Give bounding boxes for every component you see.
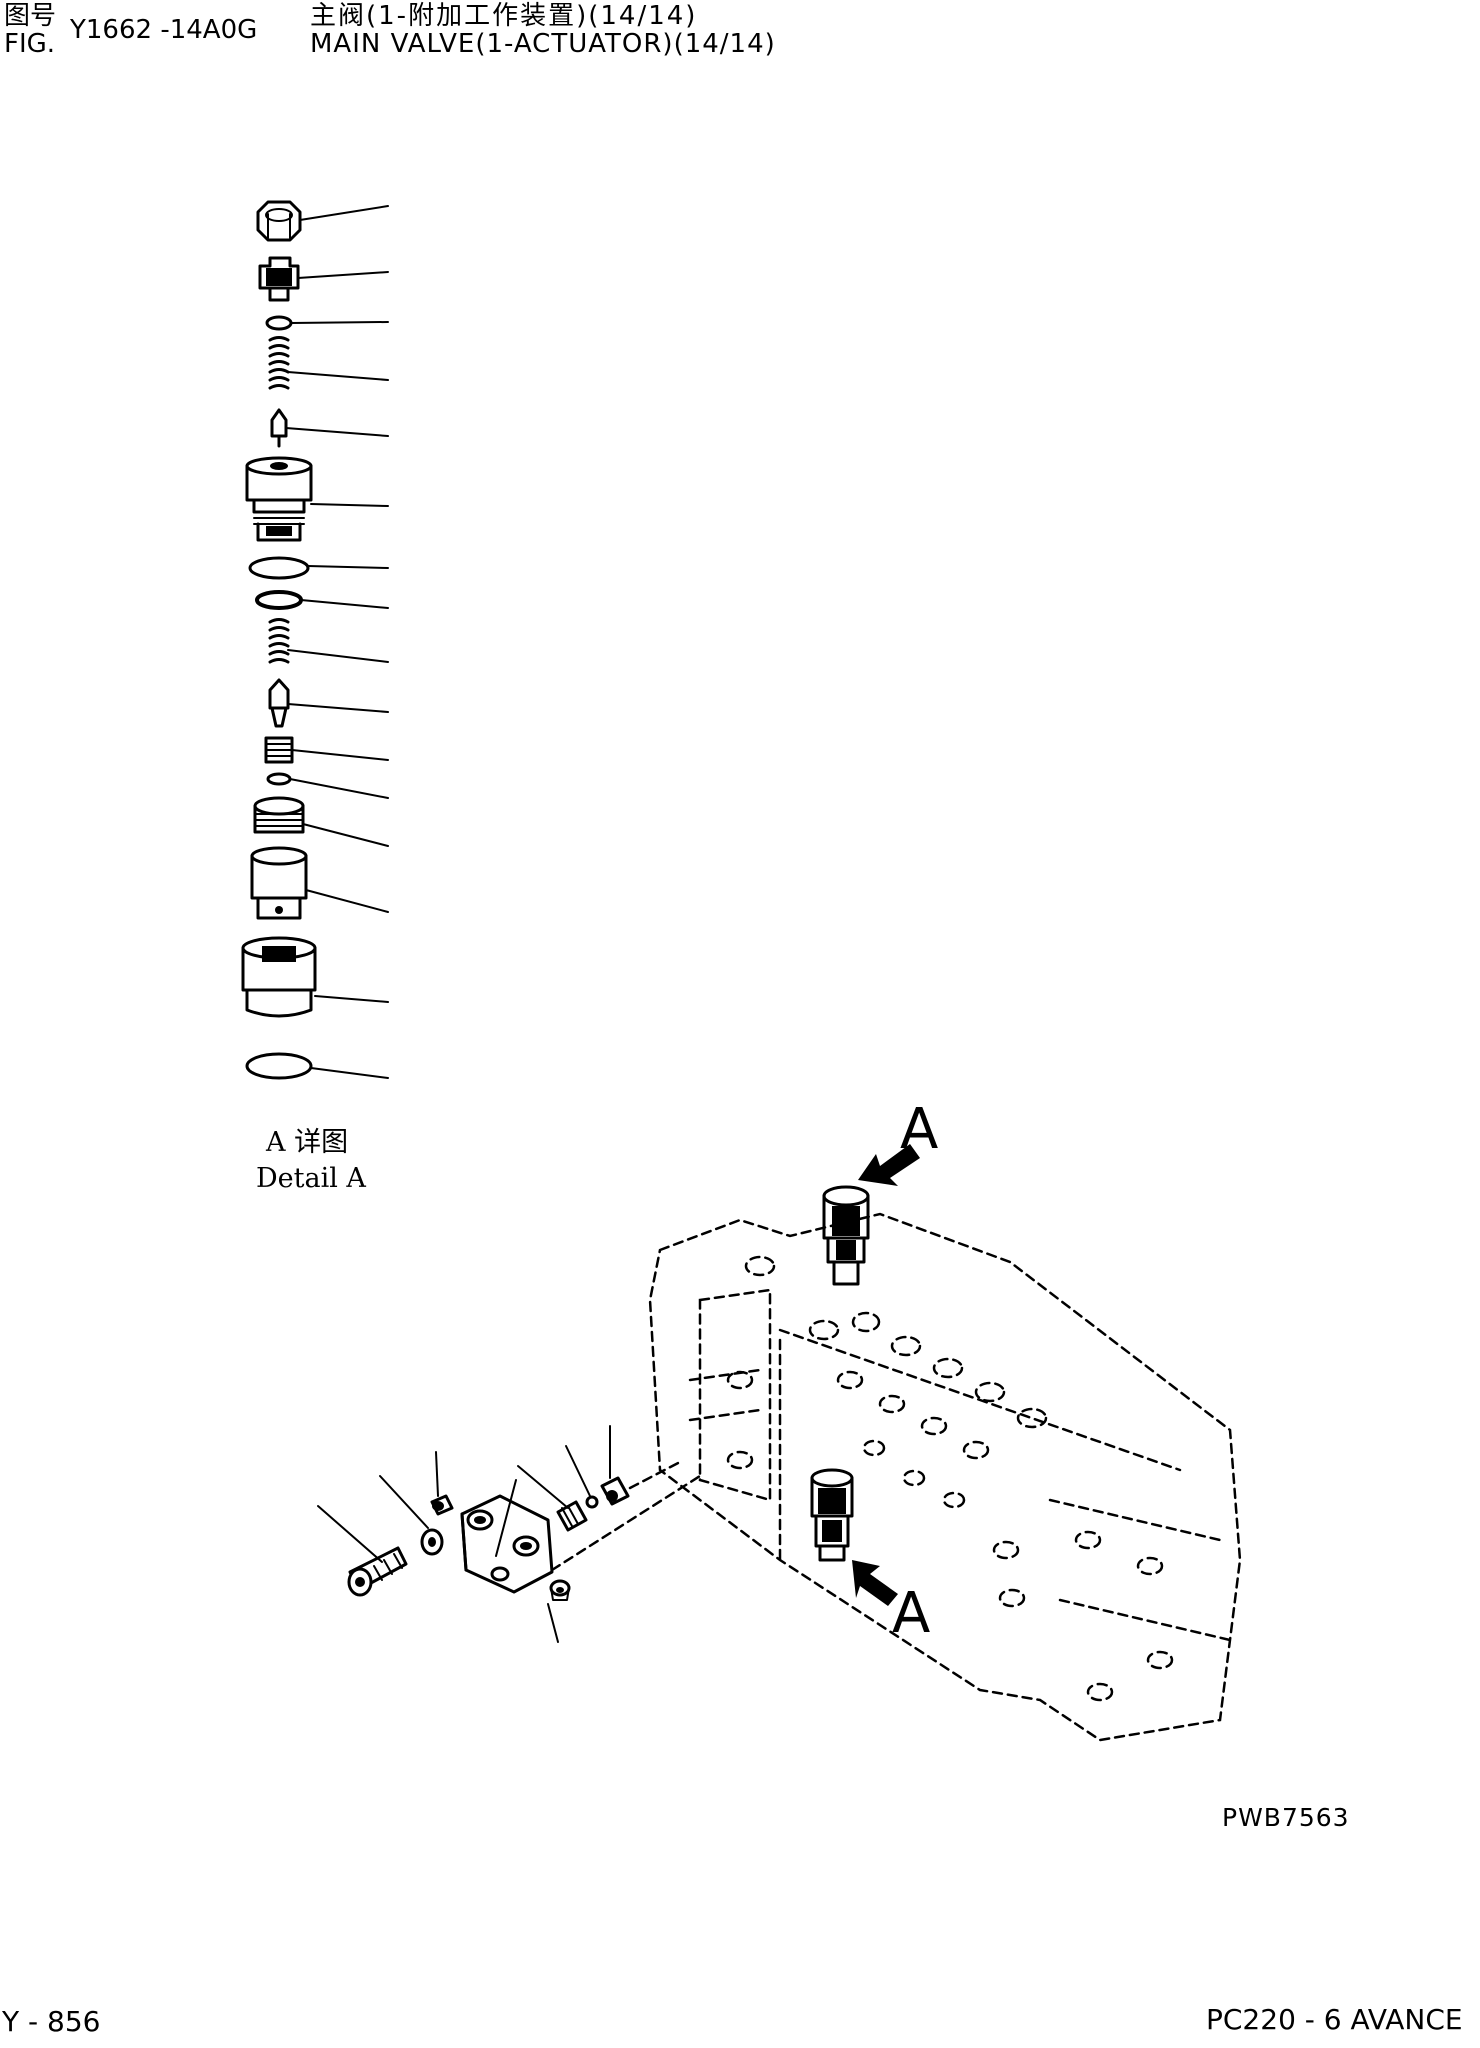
flange-leader-lines <box>317 1425 611 1643</box>
part-poppet-2 <box>268 678 290 728</box>
part-washer <box>420 1528 444 1556</box>
figure-number: Y1662 -14A0G <box>70 15 258 45</box>
main-valve-block <box>648 1212 1242 1742</box>
callout-arrow-top-icon <box>858 1144 920 1186</box>
part-plug <box>258 256 300 302</box>
part-housing <box>241 936 317 1018</box>
part-spring-1 <box>268 336 290 390</box>
detail-a-exploded-stack <box>241 200 317 1080</box>
part-orifice-sleeve <box>556 1500 588 1532</box>
part-small-o-ring-1 <box>265 315 293 331</box>
valve-block-ports <box>726 1255 1174 1702</box>
callout-label-top: A <box>900 1097 939 1162</box>
relief-valve-top <box>822 1185 870 1286</box>
part-flange-bolt <box>347 1546 408 1597</box>
cn-title: 主阀(1-附加工作装置)(14/14) <box>310 1 698 31</box>
part-threaded-collar <box>253 796 305 834</box>
part-small-o-ring-2 <box>266 772 292 786</box>
page-number: Y - 856 <box>2 2005 101 2038</box>
leader-lines <box>285 205 389 1079</box>
detail-a-label: Detail A <box>256 1163 366 1194</box>
part-poppet-1 <box>270 408 288 448</box>
part-hex-nut <box>256 200 302 242</box>
cn-fig-prefix: 图号 <box>4 1 57 31</box>
fig-prefix: FIG. <box>4 29 56 59</box>
flange-assembly <box>347 1460 702 1601</box>
page-title: MAIN VALVE(1-ACTUATOR)(14/14) <box>310 29 776 59</box>
machine-model: PC220 - 6 AVANCE <box>1206 2003 1463 2036</box>
part-small-sleeve <box>264 736 294 764</box>
part-spring-2 <box>268 618 290 664</box>
detail-a-cn-label: A 详图 <box>266 1127 349 1158</box>
drawing-code: PWB7563 <box>1222 1803 1350 1832</box>
part-bottom-plug <box>549 1579 571 1601</box>
relief-valve-front <box>810 1468 854 1562</box>
part-large-o-ring-2 <box>245 1052 313 1080</box>
part-large-o-ring-1 <box>248 556 310 580</box>
part-ball <box>585 1495 599 1509</box>
callout-arrow-bottom-icon <box>852 1560 898 1606</box>
callout-label-bottom: A <box>892 1581 931 1646</box>
part-coupler <box>600 1476 630 1506</box>
part-sleeve <box>250 846 308 920</box>
part-flange-block <box>460 1494 554 1594</box>
part-backup-ring <box>255 590 303 610</box>
part-small-plug <box>430 1494 454 1516</box>
part-relief-valve-body <box>245 456 313 542</box>
